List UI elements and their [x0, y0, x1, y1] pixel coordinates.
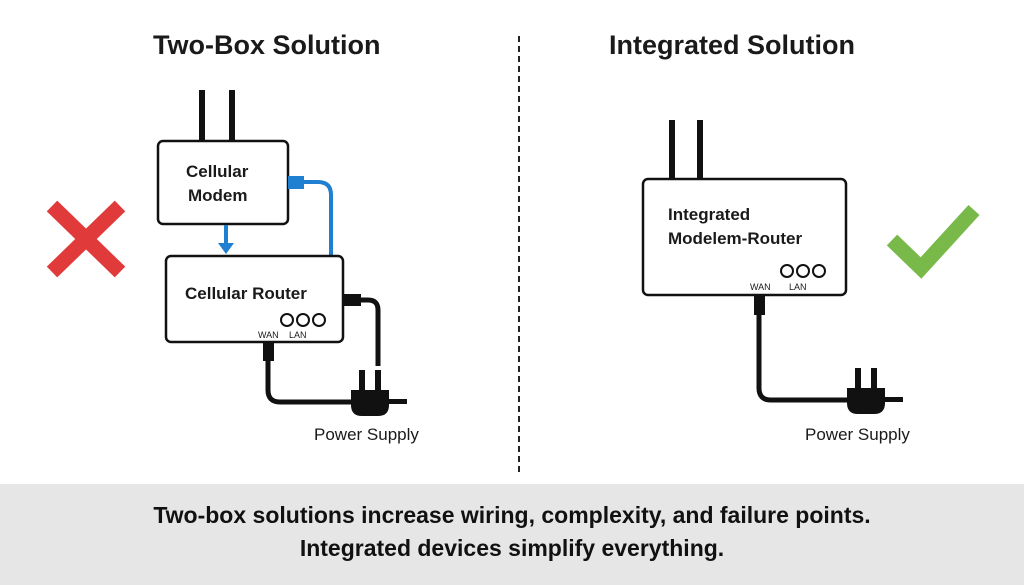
right-power-supply-label: Power Supply: [805, 425, 910, 444]
integrated-label-line1: Integrated: [668, 205, 751, 224]
integrated-lan-ports: [780, 264, 826, 278]
left-panel-title: Two-Box Solution: [153, 30, 381, 60]
integrated-antennas: [669, 120, 703, 180]
modem-label-line2: Modem: [188, 186, 248, 205]
router-lan-label: LAN: [289, 330, 307, 340]
router-power-cable: [343, 294, 381, 366]
left-power-supply-label: Power Supply: [314, 425, 419, 444]
integrated-wan-label: WAN: [750, 282, 771, 292]
blue-ethernet-cable: [288, 176, 333, 257]
router-wan-label: WAN: [258, 330, 279, 340]
comparison-diagram: [46, 90, 980, 416]
green-check-icon: [886, 204, 980, 279]
footer-caption-line1: Two-box solutions increase wiring, compl…: [153, 502, 871, 528]
integrated-wan-cable: [754, 295, 848, 403]
integrated-label-line2: Modelem-Router: [668, 229, 803, 248]
red-x-icon: [46, 200, 126, 278]
integrated-router-box: [641, 177, 848, 297]
right-power-plug-icon: [847, 368, 903, 414]
right-panel-title: Integrated Solution: [609, 30, 855, 60]
modem-to-router-arrow: [218, 225, 234, 254]
panel-divider: [518, 36, 520, 472]
router-lan-ports: [280, 313, 326, 327]
footer-caption-line2: Integrated devices simplify everything.: [299, 535, 725, 561]
integrated-lan-label: LAN: [789, 282, 807, 292]
router-wan-cable: [263, 341, 352, 405]
modem-antennas: [199, 90, 235, 142]
modem-label-line1: Cellular: [186, 162, 249, 181]
left-power-plug-icon: [351, 370, 407, 416]
footer-banner: [0, 484, 1024, 585]
router-label: Cellular Router: [185, 284, 307, 303]
